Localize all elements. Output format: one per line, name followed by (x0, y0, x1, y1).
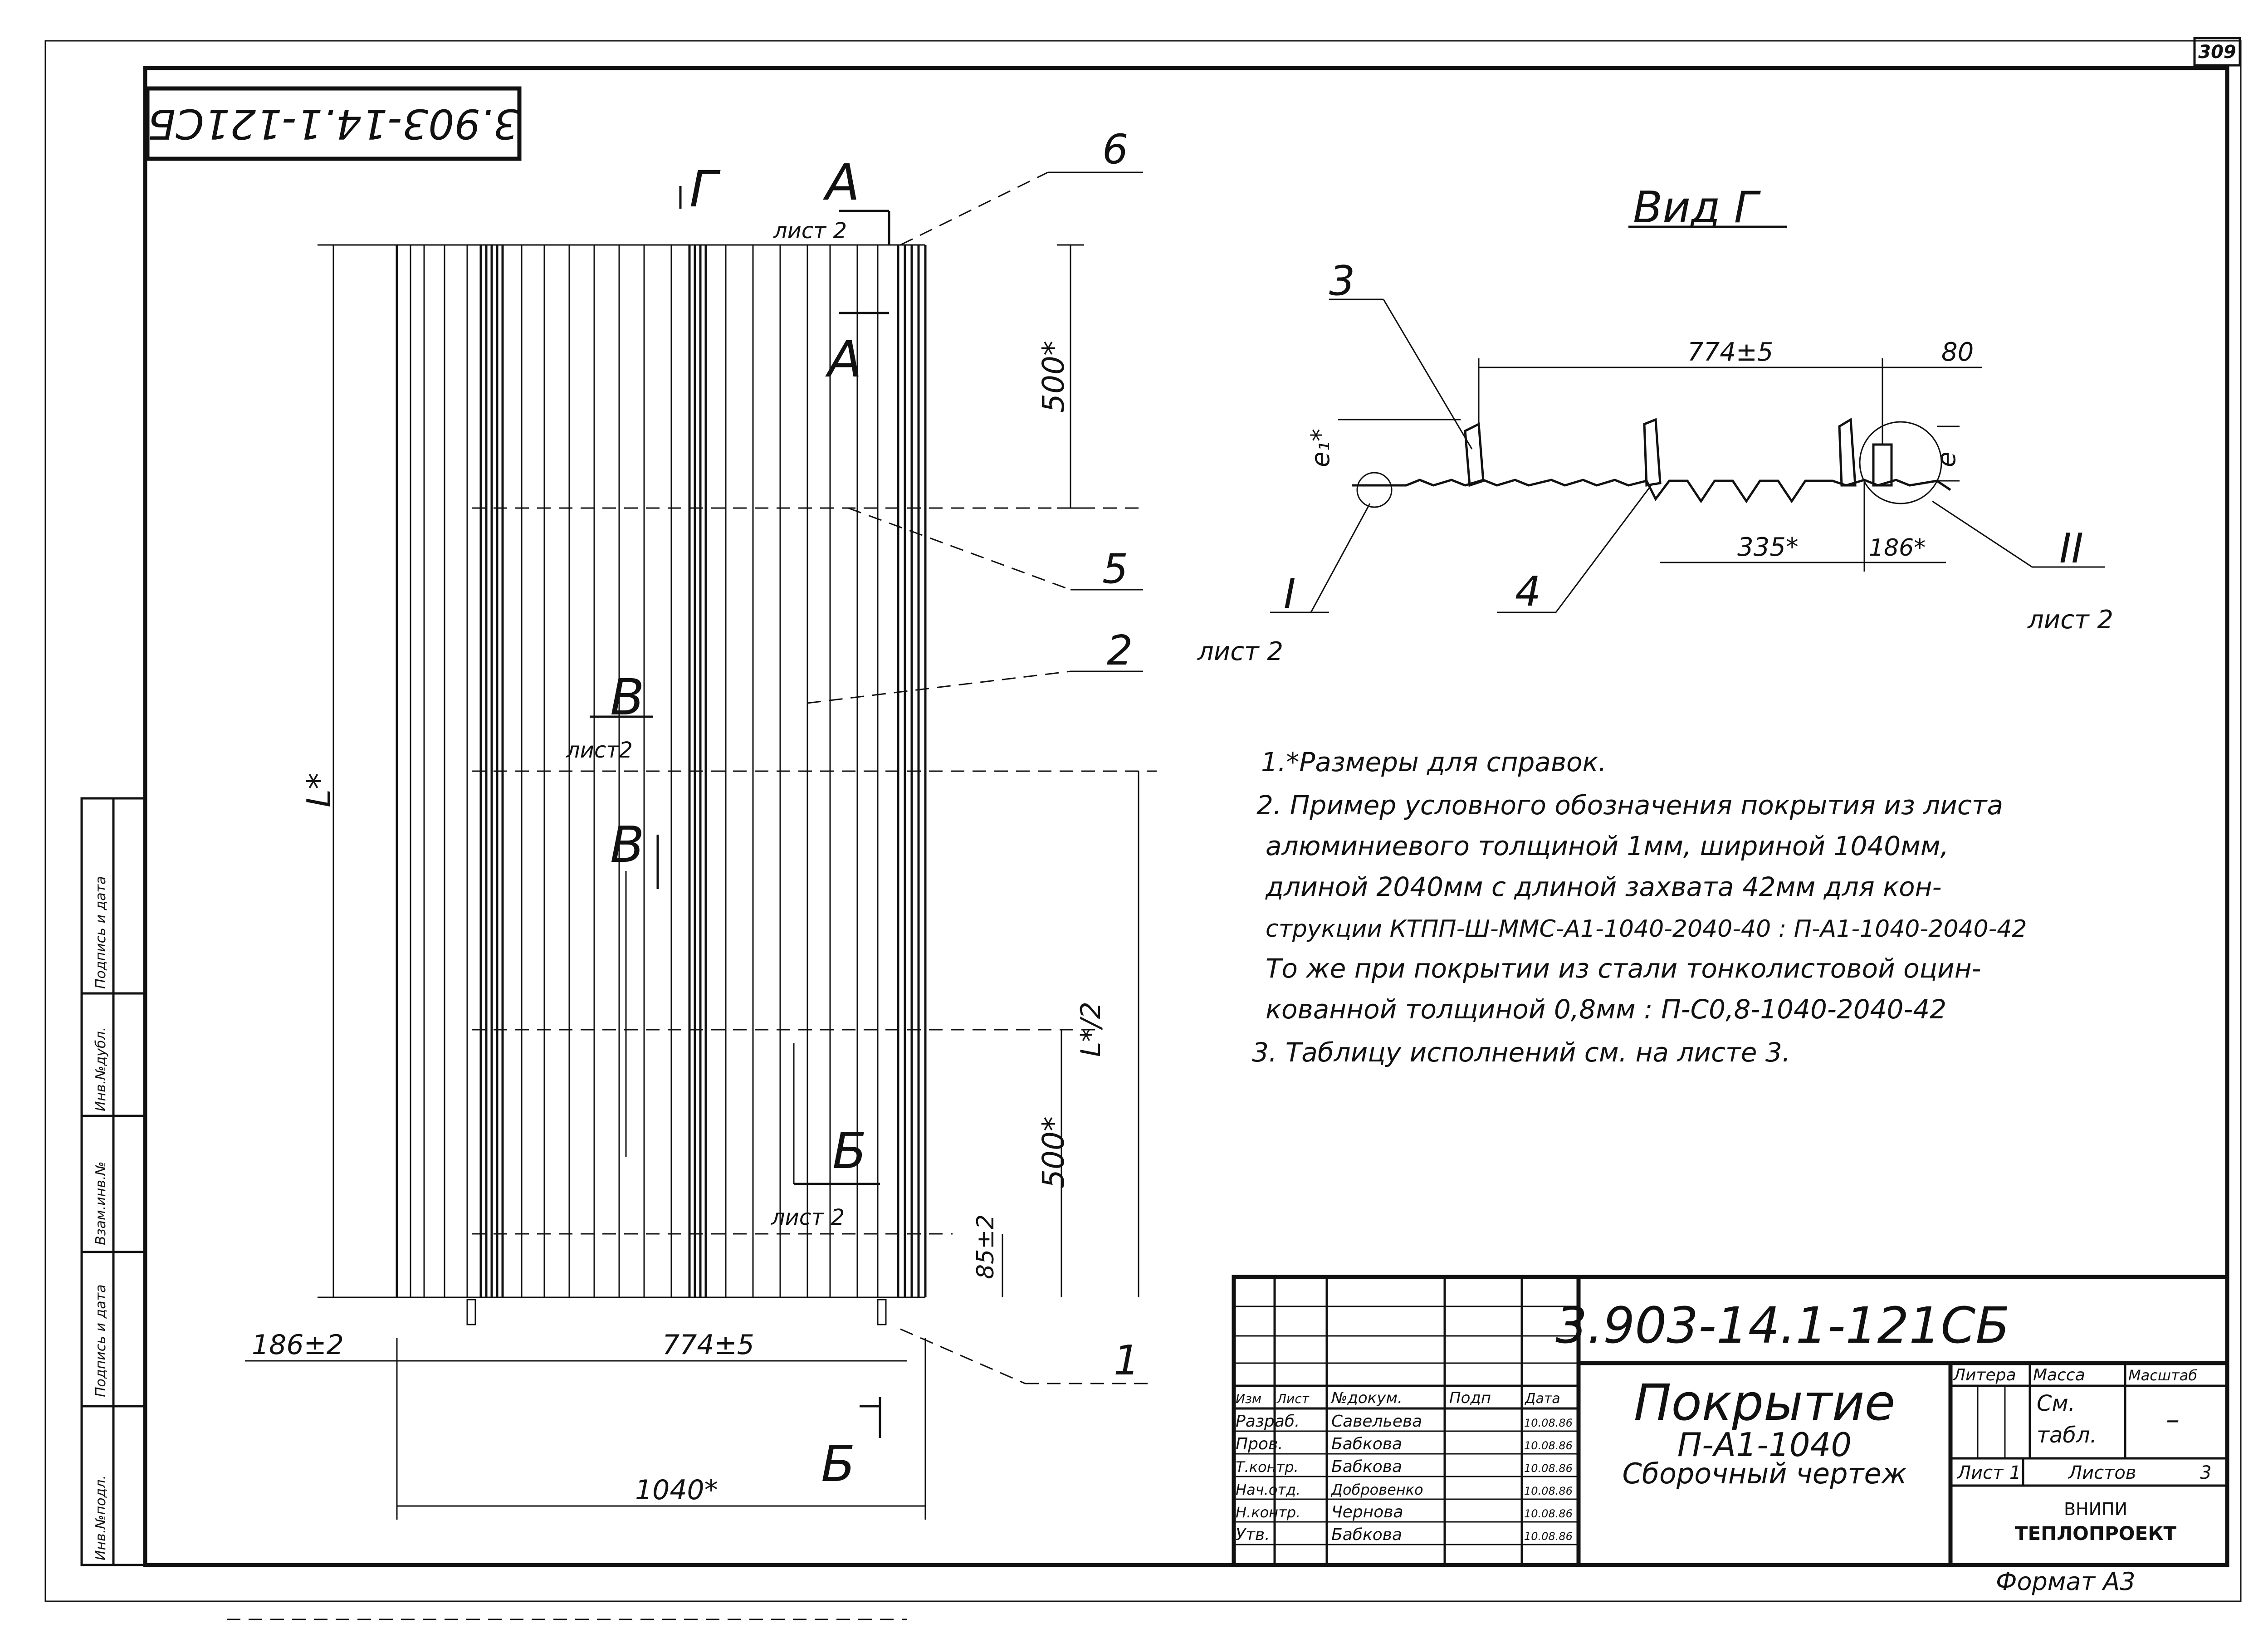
view-g-dim-e: e (1932, 452, 1961, 467)
massa-value-1: См. (2037, 1391, 2075, 1416)
role-3: Нач.отд. (1236, 1481, 1300, 1498)
name-1: Бабкова (1331, 1435, 1402, 1453)
note-line-3: алюминиевого толщиной 1мм, шириной 1040м… (1266, 831, 1949, 861)
role-1: Пров. (1236, 1435, 1283, 1453)
header-sign: Подп (1449, 1389, 1491, 1407)
callout-5: 6 (1102, 126, 1128, 173)
note-line-4: длиной 2040мм с длиной захвата 42мм для … (1265, 871, 1942, 902)
view-g-title: Вид Г (1633, 183, 1761, 233)
stamp-inv-dubl: Инв.№дубл. (93, 1027, 109, 1111)
plan-view (318, 244, 1157, 1325)
header-izm: Изм (1236, 1391, 1261, 1406)
view-g-dim-e1: e₁* (1306, 429, 1335, 467)
rotated-code-box (145, 86, 522, 161)
massa-value-2: табл. (2037, 1423, 2097, 1448)
title-code: 3.903-14.1-121СБ (1555, 1296, 2009, 1354)
view-g-callout-4: 4 (1515, 568, 1541, 616)
date-4: 10.08.86 (1524, 1507, 1573, 1520)
notes: 1.*Размеры для справок. 2. Пример условн… (1252, 747, 2027, 1068)
note-line-5: струкции КТПП-Ш-ММС-А1-1040-2040-40 : П-… (1266, 915, 2027, 943)
stamp-sign-date-1: Подпись и дата (93, 1285, 109, 1398)
listov-value: 3 (2200, 1462, 2211, 1483)
stamp-vzam-inv: Взам.инв.№ (93, 1161, 109, 1245)
date-1: 10.08.86 (1524, 1439, 1573, 1452)
dim-l: L* (300, 773, 338, 807)
title-line-3: Сборочный чертеж (1622, 1457, 1906, 1490)
masshtab-label: Масштаб (2128, 1367, 2197, 1384)
view-g: Вид Г (1270, 183, 2105, 613)
section-mark-g: Г (689, 160, 721, 218)
side-stamp: Инв.№подл. Подпись и дата Взам.инв.№ Инв… (80, 797, 147, 1566)
view-g-dim-335: 335* (1737, 533, 1799, 562)
section-a-top: А (823, 153, 860, 211)
name-0: Савельева (1331, 1412, 1422, 1431)
title-line-1: Покрытие (1634, 1374, 1895, 1432)
role-0: Разраб. (1236, 1412, 1300, 1431)
massa-label: Масса (2033, 1366, 2085, 1384)
header-list: Лист (1276, 1391, 1310, 1406)
view-g-dim-774: 774±5 (1687, 337, 1773, 367)
rotated-code: 3.903-14.1-121СБ (147, 100, 519, 147)
sheet-ref-mid: лист2 (566, 738, 633, 763)
callout-1: 1 (1114, 1337, 1139, 1384)
format-label: Формат А3 (1996, 1567, 2136, 1596)
view-g-callout-i: I (1284, 570, 1296, 618)
dim-85: 85±2 (972, 1214, 999, 1279)
view-g-dim-80: 80 (1941, 337, 1974, 367)
name-2: Бабкова (1331, 1457, 1402, 1476)
role-2: Т.контр. (1236, 1458, 1299, 1476)
note-line-1: 1.*Размеры для справок. (1261, 747, 1607, 777)
dim-1040: 1040* (635, 1474, 718, 1506)
name-4: Чернова (1331, 1503, 1403, 1521)
org-line-1: ВНИПИ (2064, 1499, 2127, 1519)
list-value: 1 (2009, 1462, 2021, 1483)
date-5: 10.08.86 (1524, 1530, 1573, 1543)
section-b-mid: Б (832, 1122, 866, 1180)
date-3: 10.08.86 (1524, 1485, 1573, 1497)
dim-774: 774±5 (662, 1329, 754, 1361)
sheet-ref-bottom: лист 2 (771, 1205, 845, 1230)
dim-500-top: 500* (1036, 341, 1071, 413)
stamp-inv-podl: Инв.№подл. (93, 1475, 109, 1560)
title-line-2: П-А1-1040 (1677, 1426, 1852, 1464)
note-line-7: кованной толщиной 0,8мм : П-С0,8-1040-20… (1266, 994, 1946, 1025)
title-block (1232, 1275, 2229, 1567)
litera-label: Литера (1952, 1366, 2016, 1384)
note-line-6: То же при покрытии из стали тонколистово… (1266, 953, 1981, 984)
page-number-box (2193, 37, 2241, 67)
callout-2: 2 (1107, 627, 1133, 675)
date-0: 10.08.86 (1524, 1417, 1573, 1429)
view-g-callout-3: 3 (1329, 257, 1355, 305)
dim-186: 186±2 (252, 1329, 344, 1361)
view-g-ref-ii: лист 2 (2027, 605, 2113, 635)
dim-l-half: L*/2 (1075, 1002, 1107, 1057)
outer-border (44, 40, 2242, 1602)
org-line-2: ТЕПЛОПРОЕКТ (2015, 1522, 2177, 1545)
masshtab-value: – (2166, 1404, 2180, 1436)
view-g-callout-ii: II (2059, 525, 2083, 572)
note-line-8: 3. Таблицу исполнений см. на листе 3. (1252, 1037, 1790, 1068)
section-v-bottom: В (610, 816, 644, 874)
header-doc: №докум. (1330, 1389, 1403, 1407)
dim-500-bottom: 500* (1036, 1116, 1071, 1188)
header-date: Дата (1524, 1391, 1560, 1407)
name-5: Бабкова (1331, 1526, 1402, 1544)
role-4: Н.контр. (1236, 1504, 1300, 1521)
list-label: Лист (1956, 1462, 2004, 1483)
view-g-ref-i: лист 2 (1197, 637, 1283, 666)
section-a-bottom: А (825, 330, 862, 388)
stamp-sign-date-2: Подпись и дата (93, 876, 109, 989)
dimensions-plan (245, 244, 1139, 1520)
sheet-ref-top: лист 2 (773, 218, 847, 244)
view-g-dim-186: 186* (1869, 534, 1926, 562)
note-line-2: 2. Пример условного обозначения покрытия… (1256, 790, 2003, 821)
listov-label: Листов (2068, 1462, 2136, 1483)
date-2: 10.08.86 (1524, 1462, 1573, 1475)
callout-6: 5 (1102, 545, 1128, 593)
page-number: 309 (2198, 42, 2236, 63)
name-3: Добровенко (1330, 1481, 1423, 1498)
section-b-bottom: Б (821, 1435, 855, 1493)
role-5: Утв. (1236, 1526, 1270, 1544)
